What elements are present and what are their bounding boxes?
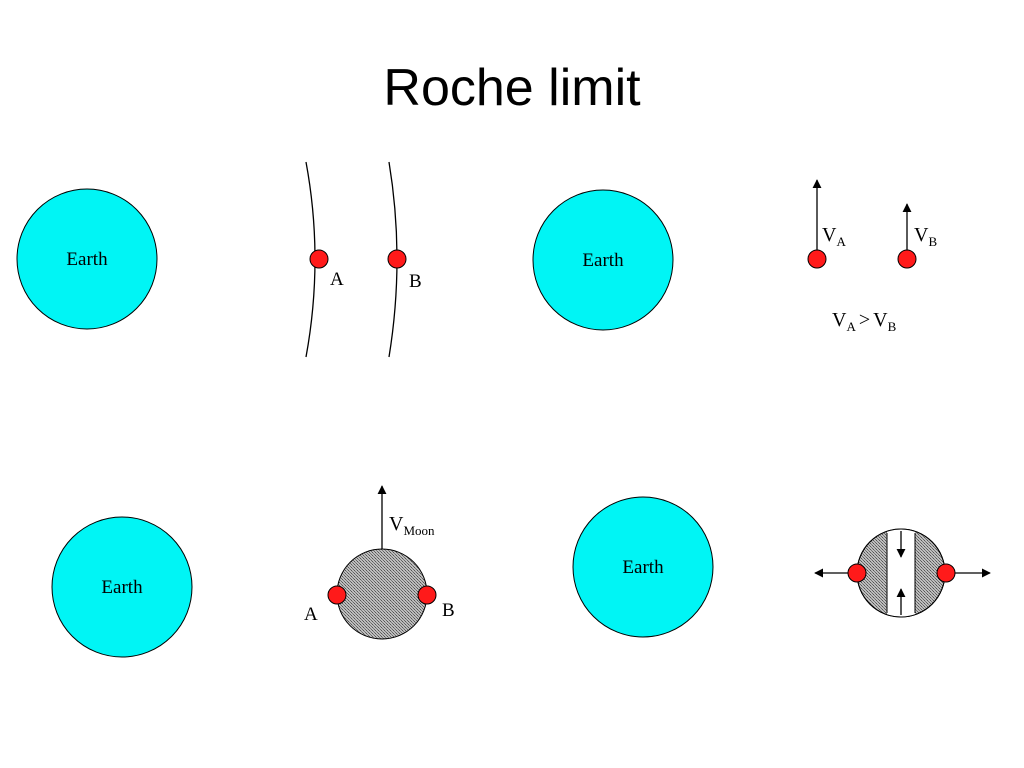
- panel-velocities: Earth VA VB VA>VB: [532, 179, 937, 334]
- particle-a: [327, 585, 347, 605]
- moon-body: [336, 548, 428, 640]
- earth-label: Earth: [101, 577, 143, 598]
- velocity-comparison: VA>VB: [832, 309, 897, 334]
- earth-label: Earth: [622, 557, 664, 578]
- earth-label: Earth: [582, 250, 624, 271]
- panel-orbits: Earth A B: [16, 161, 422, 358]
- particle-b: [387, 249, 407, 269]
- particle-b: [897, 249, 917, 269]
- panel-moon-orbit: Earth VMoon A B: [51, 485, 455, 658]
- velocity-a-label: VA: [822, 224, 846, 249]
- particle-b: [417, 585, 437, 605]
- particle-a-label: A: [330, 269, 344, 290]
- slide-title: Roche limit: [383, 59, 641, 117]
- particle-b-label: B: [409, 271, 422, 292]
- panel-tidal-stretch: Earth: [572, 496, 991, 638]
- earth-label: Earth: [66, 249, 108, 270]
- particle-a: [309, 249, 329, 269]
- particle-a: [847, 563, 867, 583]
- particle-b: [936, 563, 956, 583]
- earth-circle: [572, 496, 714, 638]
- moon-velocity-label: VMoon: [389, 513, 435, 538]
- particle-a-label: A: [304, 604, 318, 625]
- particle-a: [807, 249, 827, 269]
- earth-circle: [51, 516, 193, 658]
- earth-circle: [16, 188, 158, 330]
- earth-circle: [532, 189, 674, 331]
- velocity-b-label: VB: [914, 224, 937, 249]
- particle-b-label: B: [442, 600, 455, 621]
